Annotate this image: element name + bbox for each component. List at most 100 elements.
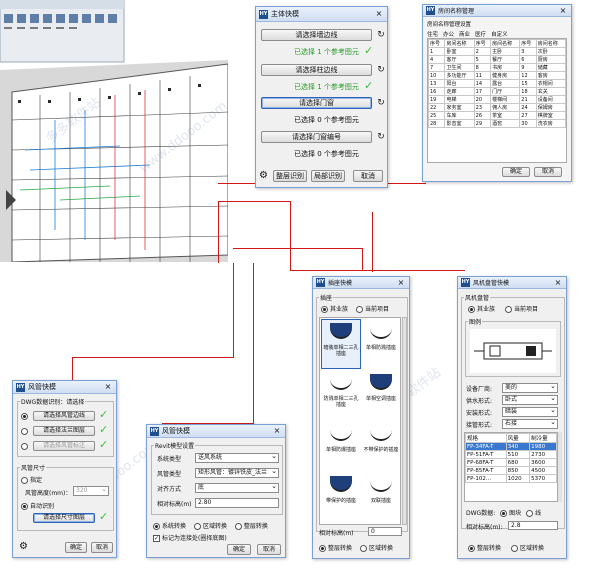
ok-button[interactable]: 确定 (65, 542, 87, 553)
radio-button[interactable] (234, 523, 242, 530)
main-dialog-titlebar[interactable]: HY 主体快模 × (256, 7, 387, 22)
close-icon[interactable]: × (554, 277, 562, 287)
close-icon[interactable]: × (375, 9, 383, 18)
socket-dialog-titlebar[interactable]: HY 插座快模 × (313, 277, 409, 289)
radio-button[interactable] (468, 306, 475, 313)
fan-group-label: 风机盘管 (464, 293, 491, 302)
refresh-icon[interactable]: ↻ (377, 132, 385, 142)
radio-button[interactable] (21, 503, 28, 510)
checkbox[interactable]: ✓ (153, 535, 160, 542)
fan-field-select[interactable]: 右接 (502, 418, 558, 429)
tab-custom[interactable]: 自定义 (491, 32, 508, 38)
socket-symbol-item[interactable]: 单相空调插座 (362, 371, 400, 419)
radio-button[interactable] (510, 545, 518, 552)
cancel-button[interactable]: 取消 (534, 167, 562, 177)
fan-dialog-titlebar[interactable]: HY 风机盘管快模 × (458, 277, 566, 289)
socket-scrollbar[interactable] (402, 317, 407, 525)
radio-button[interactable] (504, 306, 512, 313)
select-size-layer-button[interactable]: 请选择尺寸图层 (33, 513, 95, 523)
radio-button[interactable] (359, 545, 367, 552)
tab-medical[interactable]: 医疗 (475, 32, 487, 38)
socket-symbol-item[interactable]: 单相防爆插座 (322, 422, 360, 470)
whole-floor-recognize-button[interactable]: 整层识别 (273, 170, 307, 182)
socket-symbol-item[interactable]: 防溅单相二三孔插座 (322, 371, 360, 419)
close-icon[interactable]: × (559, 5, 567, 15)
app-logo-icon: HY (150, 426, 159, 436)
select-door-window-button[interactable]: 请选择门窗 (261, 97, 372, 109)
socket-symbol-item[interactable]: 暗装单相二三孔插座 (321, 319, 361, 369)
tab-office[interactable]: 办公 (443, 32, 455, 38)
socket-group-label: 插座 (319, 293, 334, 302)
cancel-button[interactable]: 取消 (257, 544, 281, 555)
radio-button[interactable] (21, 428, 28, 435)
select-column-edge-button[interactable]: 请选择柱边线 (261, 64, 372, 76)
radio-button[interactable] (21, 477, 28, 484)
duct-dialog-titlebar[interactable]: HY 风管快模 × (13, 381, 116, 394)
select-flange-layer-button[interactable]: 请选择法兰图层 (33, 426, 95, 436)
select-door-number-button[interactable]: 请选择门窗编号 (261, 131, 372, 143)
socket-height-input[interactable]: 0 (368, 527, 402, 536)
refresh-icon[interactable]: ↻ (377, 30, 385, 40)
close-icon[interactable]: × (104, 382, 112, 391)
tab-commercial[interactable]: 商业 (459, 32, 471, 38)
radio-button[interactable] (500, 510, 508, 517)
select-duct-label-button[interactable]: 请选择风管标注 (33, 441, 95, 451)
select-wall-edge-button[interactable]: 请选择墙边线 (261, 29, 372, 41)
settings-gear-icon[interactable]: ⚙ (19, 541, 28, 552)
revit-dialog-titlebar[interactable]: HY 风管快模 × (147, 425, 285, 438)
col-cooling: 制冷量 (529, 433, 557, 443)
radio-button[interactable] (321, 306, 328, 313)
revit-field-select[interactable]: 矩形风管：镀锌铁皮_法兰 (195, 467, 279, 478)
socket-symbol-item[interactable]: 带保护的插座 (322, 473, 360, 521)
socket-symbol-item[interactable]: 双联插座 (362, 473, 400, 521)
fan-field-select[interactable]: 卧式 (502, 394, 558, 405)
socket-symbol-item[interactable]: 单相防溅插座 (362, 320, 400, 368)
ok-button[interactable]: 确定 (502, 167, 530, 177)
fan-table-scrollbar[interactable] (558, 432, 562, 502)
radio-button[interactable] (319, 545, 326, 552)
revit-field-select[interactable]: 底 (195, 482, 279, 493)
revit-field-select[interactable]: 送风系统 (195, 452, 279, 463)
room-dialog-titlebar[interactable]: HY 房间名称管理 × (423, 5, 571, 17)
fan-field-select[interactable]: 美的 (502, 382, 558, 393)
fan-field-select[interactable]: 暗装 (502, 406, 558, 417)
revit-height-input[interactable]: 2.80 (195, 498, 279, 508)
cancel-button[interactable]: 取消 (91, 542, 113, 553)
fan-height-input[interactable]: 2.8 (508, 521, 558, 530)
radio-button[interactable] (21, 443, 28, 450)
radio-button[interactable] (193, 523, 201, 530)
close-icon[interactable]: × (397, 277, 405, 287)
radio-button[interactable] (21, 413, 28, 420)
radio-button[interactable] (153, 523, 160, 530)
local-recognize-button[interactable]: 局部识别 (311, 170, 345, 182)
duct-height-select[interactable]: 320 (73, 485, 109, 496)
ok-button[interactable]: 确定 (227, 544, 251, 555)
refresh-icon[interactable]: ↻ (377, 65, 385, 75)
socket-symbol-item[interactable]: 不带保护的插座 (362, 422, 400, 470)
refresh-icon[interactable]: ↻ (377, 98, 385, 108)
settings-gear-icon[interactable]: ⚙ (259, 170, 268, 181)
radio-button[interactable] (526, 510, 534, 517)
close-icon[interactable]: × (273, 426, 281, 435)
cancel-button[interactable]: 取消 (353, 170, 383, 182)
table-cell: 7 (428, 63, 446, 72)
radio-button[interactable] (355, 306, 363, 313)
duct-height-label: 风管高度(mm)： (25, 490, 72, 497)
select-duct-edge-button[interactable]: 请选择风管边线 (33, 411, 95, 421)
radio-button[interactable] (468, 545, 475, 552)
